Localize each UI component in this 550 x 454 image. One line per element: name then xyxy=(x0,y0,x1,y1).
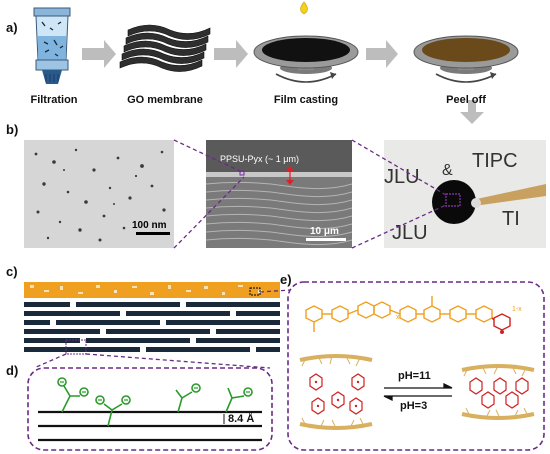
ph-reverse-label: pH=3 xyxy=(400,400,428,412)
tem-particles xyxy=(34,148,170,242)
go-membrane-stack-icon xyxy=(119,24,211,72)
panel-e-frame xyxy=(287,281,545,451)
photo-text-jlu-1: JLU xyxy=(384,166,420,188)
chem-subscript-1x: 1-x xyxy=(512,306,522,313)
panel-label-a: a) xyxy=(6,20,18,35)
step-label-peel-off: Peel off xyxy=(446,94,486,106)
tem-micrograph: 100 nm xyxy=(24,140,174,248)
tem-scale-label: 100 nm xyxy=(132,220,167,231)
photo-membrane-disk xyxy=(432,180,546,224)
equilibrium-arrows xyxy=(383,382,453,402)
step-label-go-membrane: GO membrane xyxy=(127,94,203,106)
droplet-icon xyxy=(300,1,308,15)
interlayer-spacing-label: 8.4 Å xyxy=(228,413,255,425)
ppsu-pyx-layer xyxy=(24,282,280,298)
process-arrows xyxy=(82,40,484,124)
photo-text-amp: & xyxy=(442,162,453,179)
sem-micrograph: PPSU-Pyx (~ 1 μm) 10 μm xyxy=(206,140,352,248)
peel-off-disk-icon xyxy=(413,35,519,83)
ph-forward-label: pH=11 xyxy=(398,370,431,382)
sem-layers xyxy=(206,140,352,246)
panel-label-d: d) xyxy=(6,363,19,378)
panel-label-c: c) xyxy=(6,264,18,279)
sem-layer-label: PPSU-Pyx (~ 1 μm) xyxy=(220,154,299,164)
chem-subscript-x: x xyxy=(396,314,400,321)
step-label-filtration: Filtration xyxy=(30,94,78,106)
panel-label-e: e) xyxy=(280,272,292,287)
step-label-film-casting: Film casting xyxy=(273,94,339,106)
membrane-photo: JLU & TIPC JLU TI xyxy=(384,140,546,248)
filtration-funnel-icon xyxy=(33,7,71,84)
photo-text-jlu-2: JLU xyxy=(392,222,428,244)
carboxyl-groups xyxy=(57,377,253,427)
photo-text-ti: TI xyxy=(502,208,520,230)
polymer-structure xyxy=(305,296,493,332)
go-layers xyxy=(24,302,280,352)
panel-d-frame xyxy=(27,367,273,451)
state-basic-swollen xyxy=(299,354,373,430)
sem-scale-label: 10 μm xyxy=(310,226,339,237)
panel-label-b: b) xyxy=(6,122,19,137)
state-acidic-collapsed xyxy=(461,364,535,420)
photo-text-tipc: TIPC xyxy=(472,150,518,172)
pyridine-ring xyxy=(493,313,511,331)
film-casting-disk-icon xyxy=(253,1,359,83)
